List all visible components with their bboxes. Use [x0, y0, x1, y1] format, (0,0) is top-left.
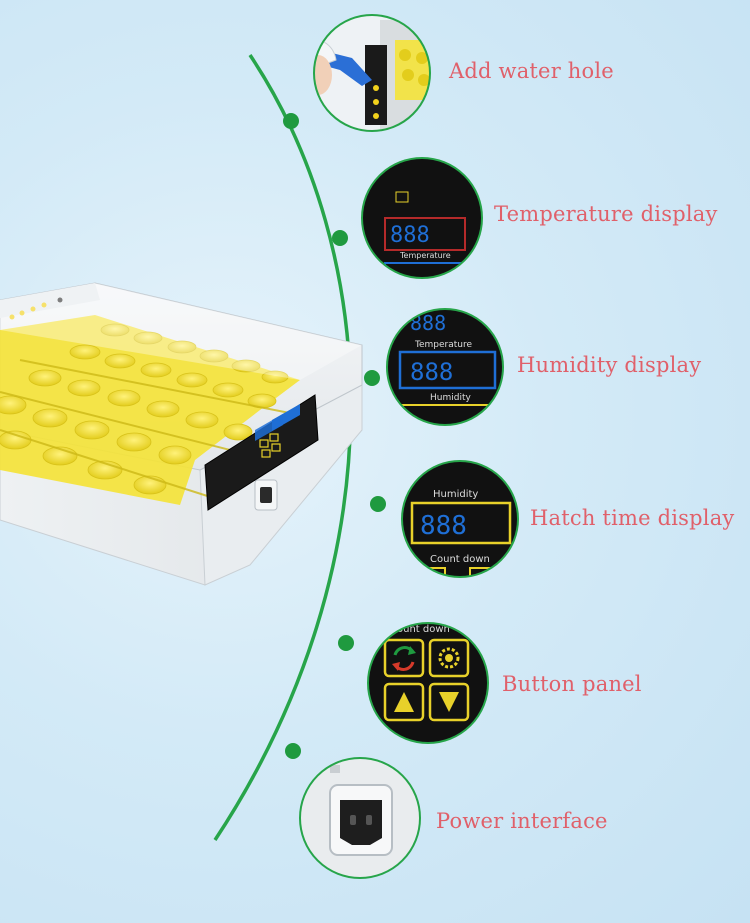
label-add-water-hole: Add water hole	[449, 59, 614, 83]
incubator-product	[0, 282, 363, 586]
connector-dots	[283, 113, 386, 759]
svg-text:Count down: Count down	[430, 554, 490, 565]
arrow-up-icon	[394, 692, 414, 712]
label-power-interface: Power interface	[436, 809, 608, 833]
svg-text:Count down: Count down	[390, 624, 450, 635]
callout-image-buttons: Count down	[367, 622, 489, 744]
svg-text:Temperature: Temperature	[414, 340, 472, 350]
label-temperature-display: Temperature display	[494, 202, 718, 226]
gear-icon	[438, 647, 460, 669]
dot-hatch	[370, 496, 386, 512]
dot-temp	[332, 230, 348, 246]
refresh-icon	[392, 646, 416, 671]
callout-image-power	[299, 757, 421, 879]
label-button-panel: Button panel	[502, 672, 642, 696]
dot-water	[283, 113, 299, 129]
power-socket-icon	[340, 800, 382, 845]
dot-buttons	[338, 635, 354, 651]
dot-power	[285, 743, 301, 759]
label-humidity-display: Humidity display	[517, 353, 702, 377]
callout-image-water	[313, 14, 431, 132]
dot-humid	[364, 370, 380, 386]
callout-image-humidity: 888 Temperature 888 Humidity	[386, 308, 504, 426]
svg-text:888: 888	[420, 511, 467, 541]
svg-text:888: 888	[410, 358, 453, 386]
svg-text:888: 888	[410, 311, 446, 335]
label-hatch-time-display: Hatch time display	[530, 506, 735, 530]
temp-digits: 888	[390, 223, 430, 248]
svg-text:Temperature: Temperature	[399, 251, 451, 260]
arrow-down-icon	[439, 692, 459, 712]
svg-text:Humidity: Humidity	[430, 393, 471, 403]
callout-image-temperature: 888 Temperature	[361, 157, 483, 279]
svg-text:Humidity: Humidity	[433, 489, 478, 500]
callout-image-hatch: Humidity 888 Count down	[401, 460, 519, 578]
